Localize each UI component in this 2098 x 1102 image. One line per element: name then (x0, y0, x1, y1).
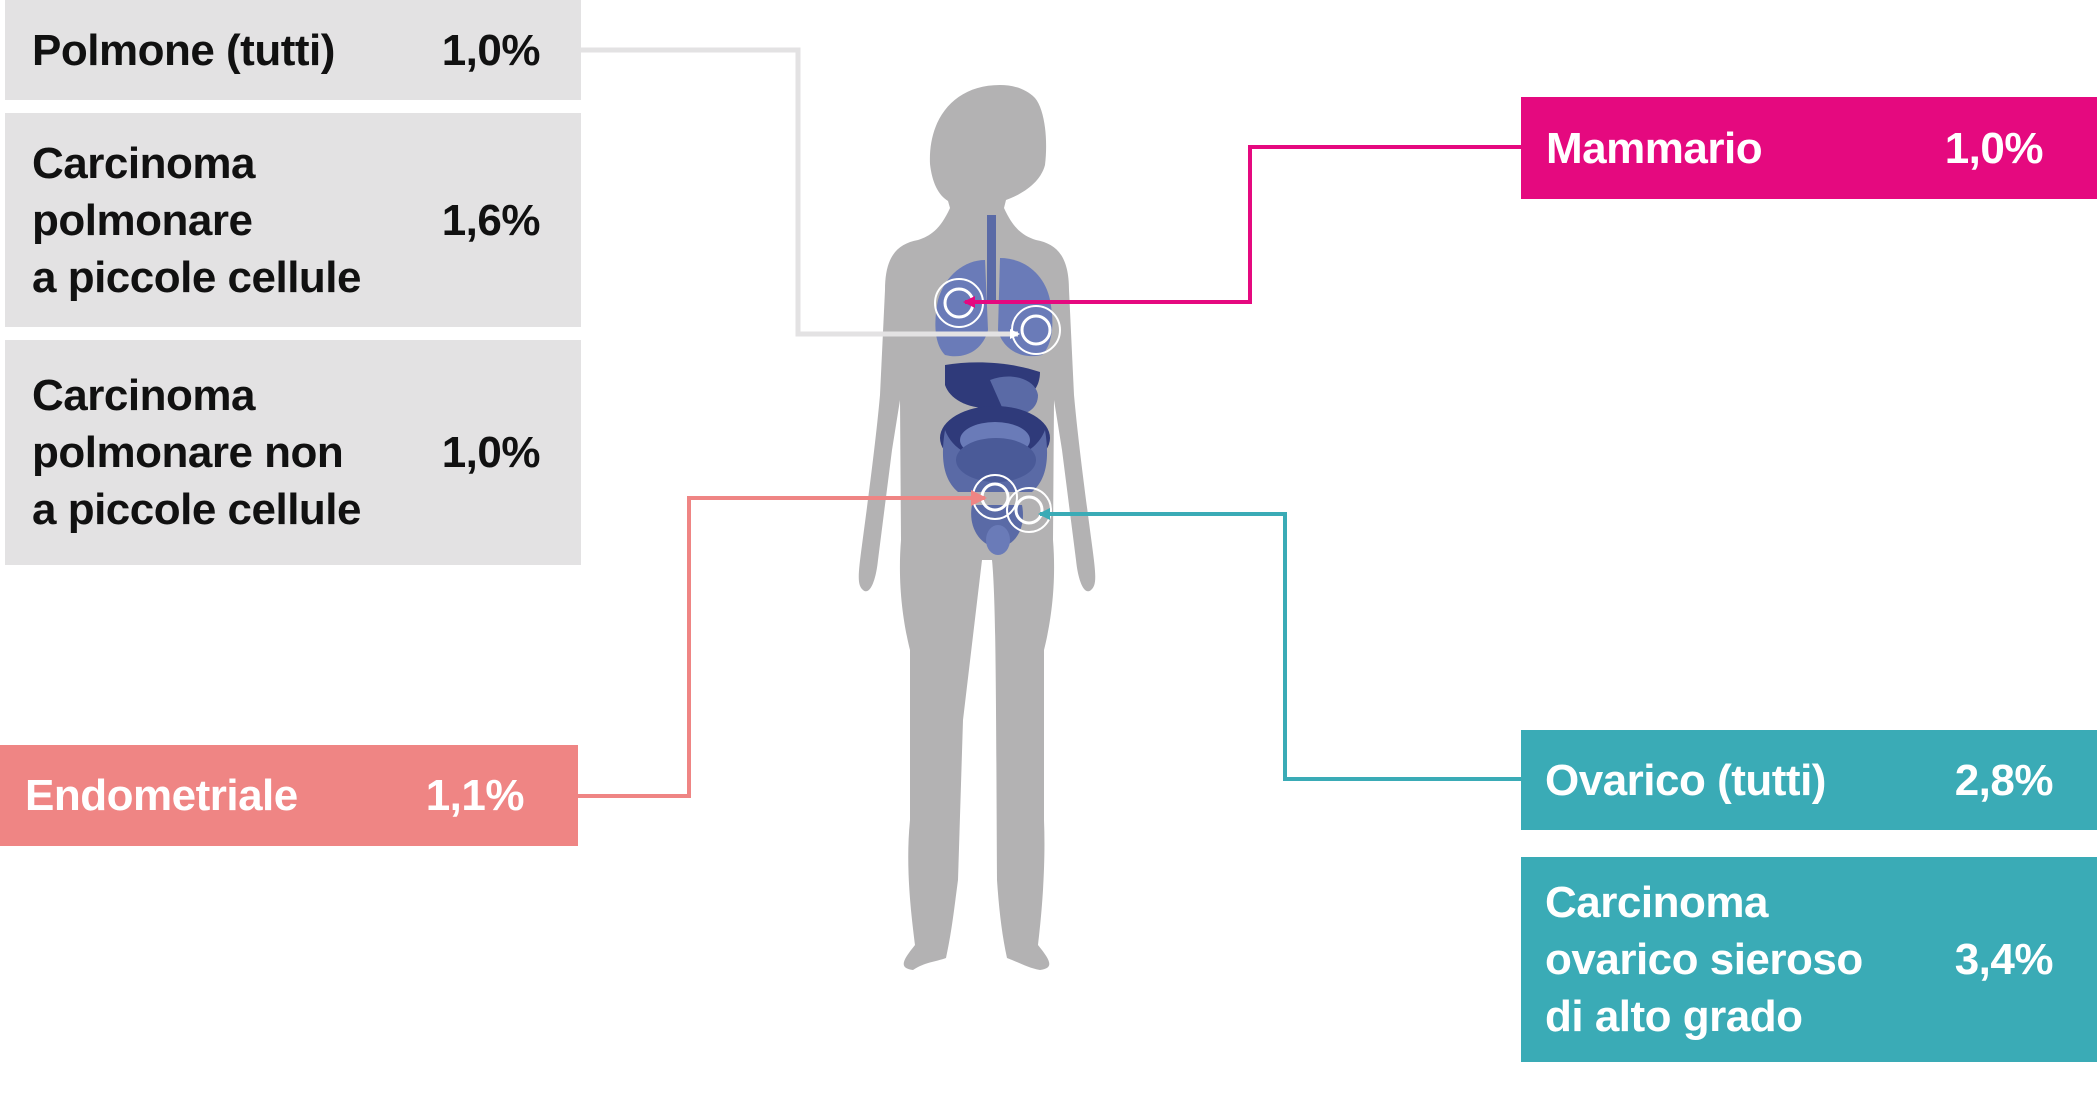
small-cell-lung-value: 1,6% (441, 195, 541, 245)
ovarian-all-box: Ovarico (tutti) 2,8% (1521, 730, 2097, 830)
breast-label: Mammario (1546, 123, 1763, 173)
endometrial-value: 1,1% (425, 771, 525, 820)
endometrial-box: Endometriale 1,1% (0, 745, 578, 846)
lung-all-box: Polmone (tutti) 1,0% (5, 0, 581, 100)
high-grade-serous-ovarian-box: Carcinoma ovarico sieroso di alto grado … (1521, 857, 2097, 1062)
non-small-cell-lung-box: Carcinoma polmonare non a piccole cellul… (5, 340, 581, 565)
small-cell-lung-label: Carcinoma polmonare a piccole cellule (32, 138, 362, 302)
lung-connector (580, 47, 1020, 339)
small-cell-lung-box: Carcinoma polmonare a piccole cellule 1,… (5, 113, 581, 327)
ovarian-connector (1038, 508, 1524, 781)
breast-box: Mammario 1,0% (1521, 97, 2097, 199)
high-grade-serous-ovarian-label: Carcinoma ovarico sieroso di alto grado (1545, 878, 1863, 1041)
lung-all-value: 1,0% (441, 25, 541, 75)
endometrial-label: Endometriale (25, 771, 298, 820)
high-grade-serous-ovarian-value: 3,4% (1954, 935, 2054, 984)
lung-all-label: Polmone (tutti) (32, 25, 335, 75)
breast-value: 1,0% (1944, 123, 2044, 173)
organs-icon (935, 215, 1053, 555)
target-ring-icon (934, 278, 1061, 533)
breast-connector (963, 145, 1524, 308)
ovarian-all-value: 2,8% (1954, 755, 2054, 805)
endometrial-connector (578, 490, 987, 798)
ovarian-all-label: Ovarico (tutti) (1545, 755, 1826, 805)
non-small-cell-lung-value: 1,0% (441, 428, 541, 477)
non-small-cell-lung-label: Carcinoma polmonare non a piccole cellul… (32, 371, 362, 534)
